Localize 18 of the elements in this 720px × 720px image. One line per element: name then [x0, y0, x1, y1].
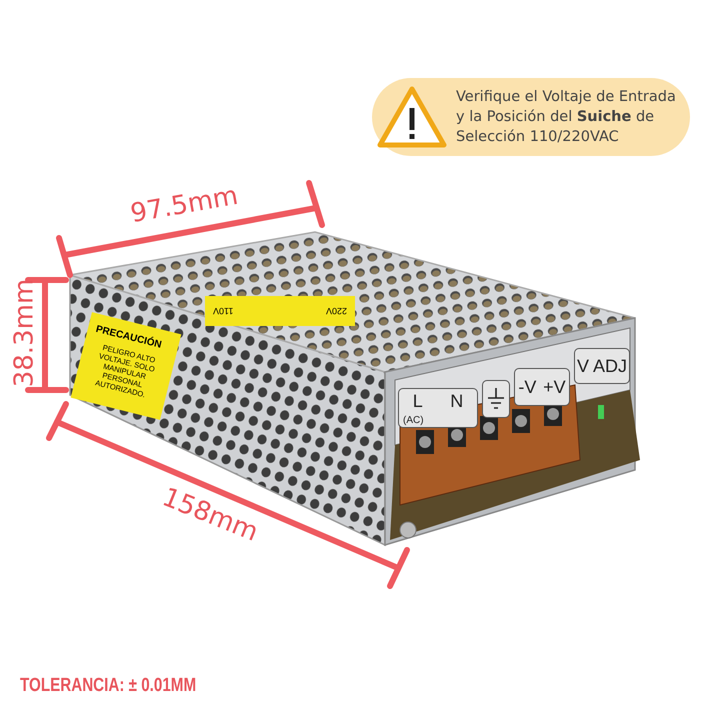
tolerance-note: TOLERANCIA: ± 0.01MM [20, 675, 196, 697]
terminal-label: L [412, 390, 423, 412]
voltage-sticker [205, 296, 355, 326]
terminal-label: N [450, 390, 464, 412]
terminal-label-plate [482, 380, 510, 418]
dimension-label: 38.3mm [9, 278, 40, 388]
dimension-label: 97.5mm [128, 180, 240, 230]
sticker-text: 220V [326, 306, 347, 316]
terminal-label-plate [514, 368, 570, 406]
terminal-label-plate [574, 348, 630, 384]
terminal-label-plate [398, 388, 478, 428]
sticker-text: 110V [213, 306, 234, 316]
warning-text: Verifique el Voltaje de Entrada y la Posición del Suiche de Selección 110/220VAC [456, 88, 677, 147]
terminal-label: ADJ [592, 356, 627, 376]
terminal-label: (AC) [402, 414, 425, 426]
terminal-label: -V [518, 376, 536, 398]
terminal-label: +V [543, 376, 566, 398]
terminal-label: V [576, 356, 589, 376]
